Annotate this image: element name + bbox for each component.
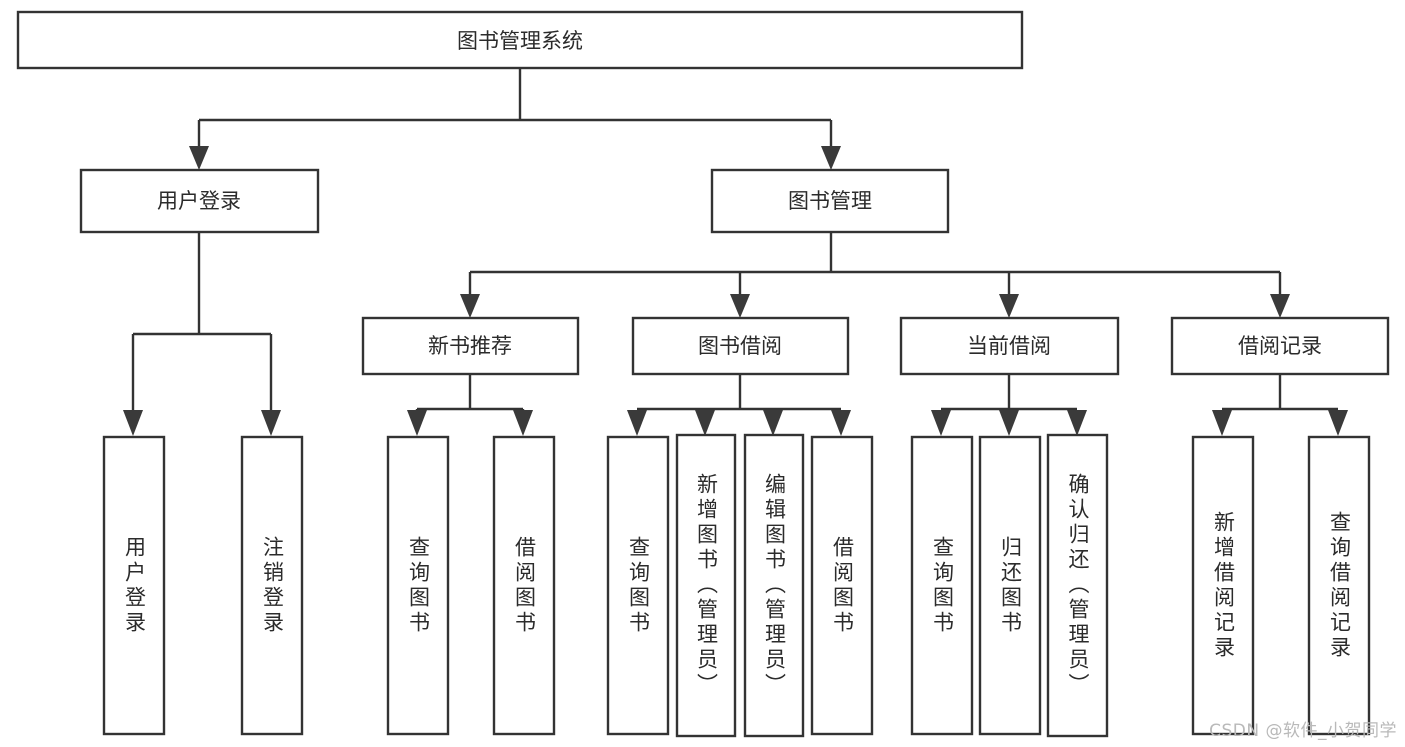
- leaf-box-query-book-1[interactable]: [386, 435, 450, 736]
- connector-group-user-login: [123, 232, 281, 436]
- connector-group-book-borrow: [627, 374, 851, 436]
- arrow-head-user-leaf1: [123, 410, 143, 436]
- node-book-borrow-label: 图书借阅: [698, 334, 782, 358]
- node-book-manage[interactable]: 图书管理: [710, 168, 950, 234]
- node-borrow-record[interactable]: 借阅记录: [1170, 316, 1390, 376]
- arrow-head-current-l1: [931, 410, 951, 436]
- connector-group-current-borrow: [931, 374, 1087, 436]
- leaf-box-query-record[interactable]: [1307, 435, 1371, 736]
- leaf-box-query-book-3[interactable]: [910, 435, 974, 736]
- node-current-borrow-label: 当前借阅: [967, 334, 1051, 358]
- arrow-head-current-l2: [999, 410, 1019, 436]
- leaf-box-add-book[interactable]: [675, 433, 737, 738]
- arrow-head-current-l3: [1067, 410, 1087, 436]
- connector-group-borrow-record: [1212, 374, 1348, 436]
- arrow-head-book-c4: [1270, 294, 1290, 318]
- node-book-manage-label: 图书管理: [788, 189, 872, 213]
- arrow-head-record-l2: [1328, 410, 1348, 436]
- node-user-login-box[interactable]: [79, 168, 320, 234]
- arrow-head-borrow-l2: [695, 410, 715, 436]
- leaf-box-add-record[interactable]: [1191, 435, 1255, 736]
- leaf-box-confirm-return[interactable]: [1046, 433, 1109, 738]
- arrow-head-user-leaf2: [261, 410, 281, 436]
- arrow-head-root-user: [189, 146, 209, 170]
- leaf-box-logout[interactable]: [240, 435, 304, 736]
- node-user-login[interactable]: 用户登录: [79, 168, 320, 234]
- node-new-book-rec-box[interactable]: [361, 316, 580, 376]
- arrow-head-book-c3: [999, 294, 1019, 318]
- arrow-head-root-book: [821, 146, 841, 170]
- node-root[interactable]: 图书管理系统: [16, 10, 1024, 70]
- node-root-box[interactable]: [16, 10, 1024, 70]
- connector-group-root: [189, 68, 841, 170]
- node-book-manage-box[interactable]: [710, 168, 950, 234]
- arrow-head-newbook-l1: [407, 410, 427, 436]
- node-new-book-rec-label: 新书推荐: [428, 334, 512, 358]
- leaf-box-return-book[interactable]: [978, 435, 1042, 736]
- leaf-box-borrow-book-1[interactable]: [492, 435, 556, 736]
- arrow-head-borrow-l3: [763, 410, 783, 436]
- node-current-borrow-box[interactable]: [899, 316, 1120, 376]
- node-book-borrow-box[interactable]: [631, 316, 850, 376]
- leaf-box-query-book-2[interactable]: [606, 435, 670, 736]
- connector-group-new-book: [407, 374, 533, 436]
- node-borrow-record-box[interactable]: [1170, 316, 1390, 376]
- node-new-book-rec[interactable]: 新书推荐: [361, 316, 580, 376]
- arrow-head-borrow-l4: [831, 410, 851, 436]
- node-root-label: 图书管理系统: [457, 29, 583, 53]
- node-book-borrow[interactable]: 图书借阅: [631, 316, 850, 376]
- arrow-head-record-l1: [1212, 410, 1232, 436]
- connector-group-book-manage: [460, 232, 1290, 318]
- arrow-head-book-c2: [730, 294, 750, 318]
- node-current-borrow[interactable]: 当前借阅: [899, 316, 1120, 376]
- arrow-head-newbook-l2: [513, 410, 533, 436]
- leaf-box-borrow-book-2[interactable]: [810, 435, 874, 736]
- arrow-head-borrow-l1: [627, 410, 647, 436]
- node-user-login-label: 用户登录: [157, 189, 241, 213]
- node-borrow-record-label: 借阅记录: [1238, 334, 1322, 358]
- leaf-box-edit-book[interactable]: [743, 433, 805, 738]
- arrow-head-book-c1: [460, 294, 480, 318]
- leaf-box-user-login[interactable]: [102, 435, 166, 736]
